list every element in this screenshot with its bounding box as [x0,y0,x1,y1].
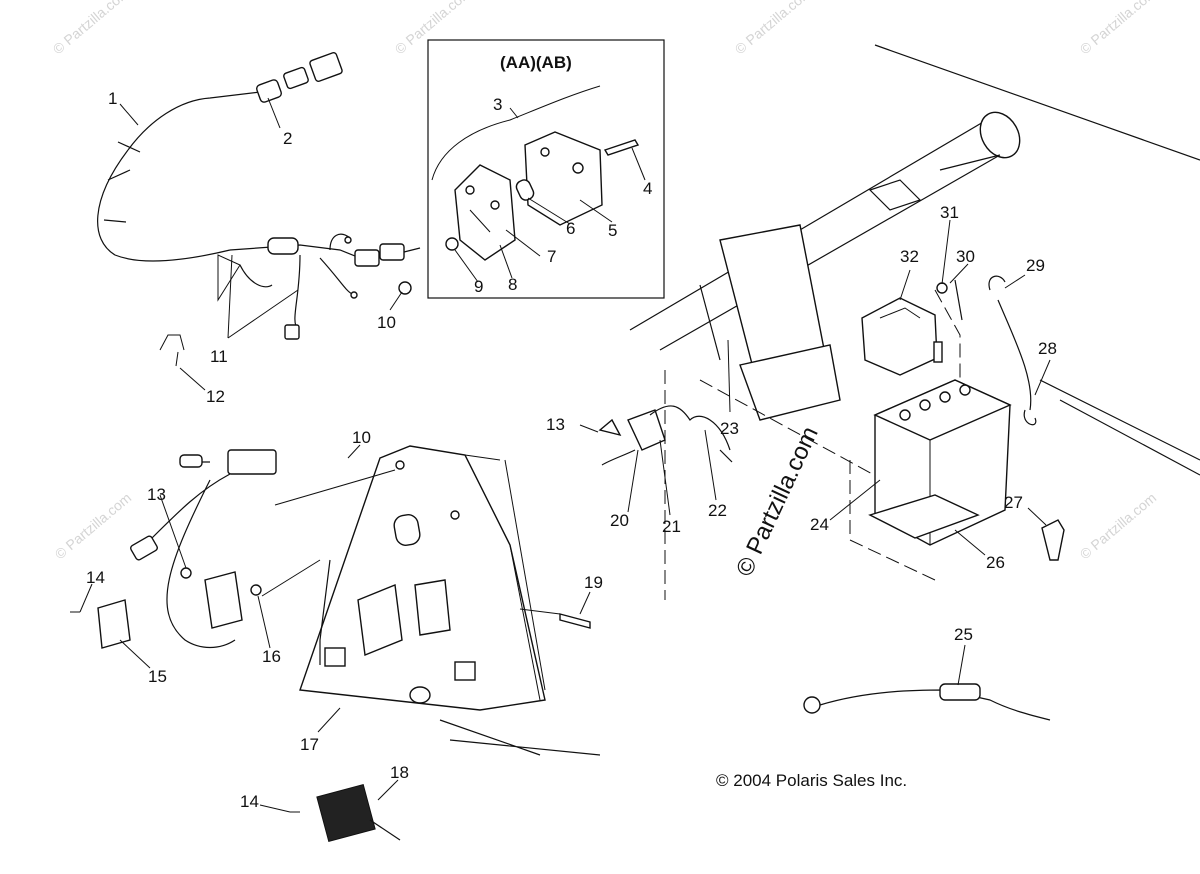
callout-17: 17 [300,735,319,754]
watermark-faint: © Partzilla.com [732,0,815,57]
callout-9: 9 [474,277,483,296]
callout-22: 22 [708,501,727,520]
harness-leaders [119,97,403,391]
callout-5: 5 [608,221,617,240]
callout-6: 6 [566,219,575,238]
wiring-harness [97,52,421,367]
callout-12: 12 [206,387,225,406]
plate-leaders [79,444,591,813]
callout-19: 19 [584,573,603,592]
inset-box: (AA)(AB) [427,39,665,299]
frame [629,44,1200,600]
callout-16: 16 [262,647,281,666]
inset-title: (AA)(AB) [500,53,572,72]
callout-31: 31 [940,203,959,222]
copyright-text: © 2004 Polaris Sales Inc. [716,771,907,790]
watermark-faint: © Partzilla.com [52,489,135,562]
callout-13-right: 13 [546,415,565,434]
callout-7: 7 [547,247,556,266]
callout-24: 24 [810,515,829,534]
watermark-faint: © Partzilla.com [1077,489,1160,562]
watermark-faint: © Partzilla.com [392,0,475,57]
callout-10-top: 10 [377,313,396,332]
callout-23: 23 [720,419,739,438]
callout-25: 25 [954,625,973,644]
callout-3: 3 [493,95,502,114]
callout-2: 2 [283,129,292,148]
callout-18: 18 [390,763,409,782]
ground-cable [803,644,1051,721]
callout-4: 4 [643,179,652,198]
callout-14-bottom: 14 [240,792,259,811]
callout-14-top: 14 [86,568,105,587]
callout-26: 26 [986,553,1005,572]
callout-32: 32 [900,247,919,266]
callout-13-left: 13 [147,485,166,504]
callout-29: 29 [1026,256,1045,275]
callout-11: 11 [210,347,228,366]
callout-30: 30 [956,247,975,266]
callout-20: 20 [610,511,629,530]
callout-8: 8 [508,275,517,294]
battery-area [598,275,1065,561]
watermark-faint: © Partzilla.com [50,0,133,57]
battery-leaders [579,219,1051,556]
callout-27: 27 [1004,493,1023,512]
callout-28: 28 [1038,339,1057,358]
callout-numbers: 1 2 3 4 5 6 7 8 9 10 11 12 10 13 13 14 1… [86,89,1057,811]
electrical-plate [70,445,601,843]
callout-1: 1 [108,89,117,108]
watermark-main: © Partzilla.com [731,423,824,581]
watermark-faint: © Partzilla.com [1077,0,1160,57]
callout-10-bottom: 10 [352,428,371,447]
callout-21: 21 [662,517,681,536]
callout-15: 15 [148,667,167,686]
